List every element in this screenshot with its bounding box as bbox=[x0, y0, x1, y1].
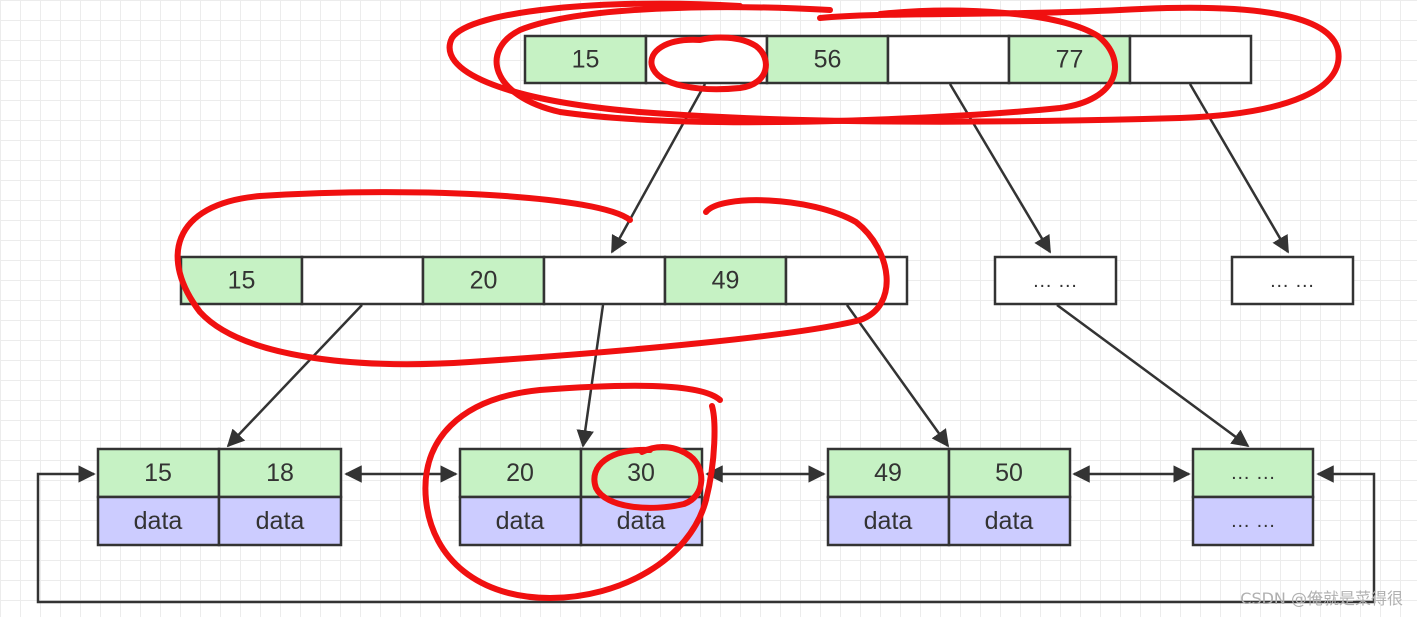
annotation-circle-root-pointer bbox=[648, 34, 769, 93]
leaf-node-4: … … … … bbox=[1191, 447, 1315, 547]
leaf-key: 20 bbox=[506, 459, 534, 487]
key-label: 49 bbox=[712, 267, 740, 295]
leaf-node-3: 49 50 data data bbox=[826, 447, 1072, 547]
annotation-circle-key-30 bbox=[591, 444, 705, 511]
key-label: 15 bbox=[572, 46, 600, 74]
edge-root-to-placeholder-1 bbox=[948, 83, 1052, 254]
leaf-key: 49 bbox=[874, 459, 902, 487]
placeholder-box bbox=[1230, 255, 1355, 306]
leaf-data-cell bbox=[826, 495, 951, 547]
edges bbox=[36, 83, 1376, 604]
leaf-key-cell bbox=[579, 447, 704, 499]
leaf-node-2: 20 30 data data bbox=[458, 447, 704, 547]
placeholder-box bbox=[993, 255, 1118, 306]
leaf-key-cell bbox=[826, 447, 951, 499]
annotation-circle-root bbox=[446, 0, 1342, 125]
leaf-key: 18 bbox=[266, 459, 294, 487]
leaf-data: data bbox=[985, 507, 1034, 535]
key-label: 77 bbox=[1056, 46, 1084, 74]
edge-root-to-internal bbox=[610, 83, 707, 254]
leaf-key-cell bbox=[458, 447, 583, 499]
annotations bbox=[174, 0, 1342, 601]
leaf-data-cell bbox=[217, 495, 343, 547]
leaf-data: data bbox=[864, 507, 913, 535]
edge-internal-to-leaf-2 bbox=[576, 304, 605, 448]
key-cell bbox=[663, 255, 788, 306]
leaf-data-cell bbox=[947, 495, 1072, 547]
leaf-key: … … bbox=[1230, 462, 1276, 484]
leaf-key: 50 bbox=[995, 459, 1023, 487]
watermark: CSDN @俺就是菜得很 bbox=[1240, 589, 1403, 608]
key-label: 20 bbox=[470, 267, 498, 295]
key-cell bbox=[421, 255, 546, 306]
leaf-key: 30 bbox=[627, 459, 655, 487]
annotation-circle-internal bbox=[174, 189, 890, 368]
leaf-data: data bbox=[496, 507, 545, 535]
leaf-data: data bbox=[134, 507, 183, 535]
leaf-data: data bbox=[256, 507, 305, 535]
leaf-data: … … bbox=[1230, 510, 1276, 532]
placeholder-node: … … bbox=[1230, 255, 1355, 306]
leaf-data-cell bbox=[96, 495, 221, 547]
key-cell bbox=[523, 34, 648, 85]
leaf-data-cell bbox=[458, 495, 583, 547]
key-label: 56 bbox=[814, 46, 842, 74]
pointer-cell bbox=[886, 34, 1011, 85]
leaf-key-cell bbox=[1191, 447, 1315, 499]
pointer-cell bbox=[542, 255, 667, 306]
edge-internal-to-leaf-3 bbox=[845, 304, 950, 448]
edge-placeholder-to-leaf-4 bbox=[1056, 303, 1250, 448]
leaf-data-cell bbox=[1191, 495, 1315, 547]
placeholder-node: … … bbox=[993, 255, 1118, 306]
root-node: 15 56 77 bbox=[523, 34, 1253, 85]
placeholder-label: … … bbox=[1269, 270, 1315, 292]
leaf-data: data bbox=[617, 507, 666, 535]
key-cell bbox=[179, 255, 304, 306]
leaf-node-1: 15 18 data data bbox=[96, 447, 343, 547]
placeholder-label: … … bbox=[1032, 270, 1078, 292]
edge-root-to-placeholder-2 bbox=[1188, 83, 1290, 254]
annotation-circle-leaf-2 bbox=[422, 382, 723, 601]
leaf-loop-link bbox=[36, 465, 1376, 604]
leaf-key-cell bbox=[217, 447, 343, 499]
leaf-key: 15 bbox=[144, 459, 172, 487]
leaf-key-cell bbox=[96, 447, 221, 499]
pointer-cell bbox=[300, 255, 425, 306]
pointer-cell bbox=[1128, 34, 1253, 85]
key-label: 15 bbox=[228, 267, 256, 295]
edge-internal-to-leaf-1 bbox=[226, 304, 363, 448]
internal-node: 15 20 49 bbox=[179, 255, 909, 306]
annotation-circle-root-inner bbox=[493, 4, 1118, 126]
